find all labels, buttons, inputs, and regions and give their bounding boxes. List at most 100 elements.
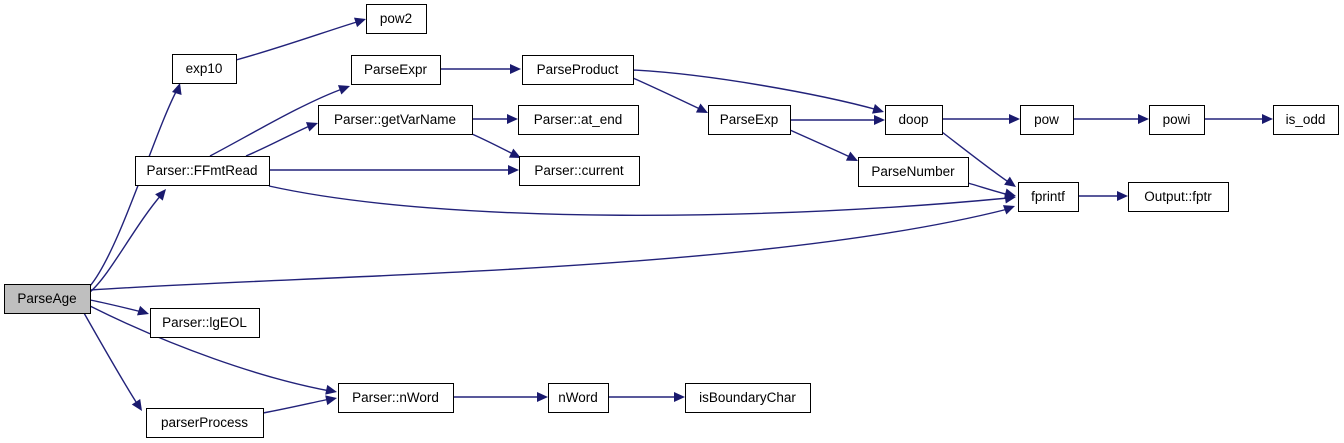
node-isboundarychar[interactable]: isBoundaryChar	[685, 383, 811, 413]
arrow-head-icon	[1004, 176, 1016, 187]
node-box[interactable]	[1273, 105, 1339, 135]
node-box[interactable]	[708, 105, 791, 135]
arrow-head-icon	[1002, 205, 1015, 215]
node-label: isBoundaryChar	[699, 390, 796, 405]
node-box[interactable]	[548, 383, 609, 413]
arrow-head-icon	[674, 392, 685, 402]
node-parseexp[interactable]: ParseExp	[708, 105, 791, 135]
node-parser-ffmtread[interactable]: Parser::FFmtRead	[135, 156, 270, 186]
arrow-head-icon	[695, 103, 708, 113]
node-nword[interactable]: nWord	[548, 383, 609, 413]
edge-parseage-to-parser-lgeol	[89, 299, 149, 316]
edge-parser-getvarname-to-parser-current	[471, 133, 521, 158]
edge-parseage-to-exp10	[89, 83, 182, 287]
node-box[interactable]	[685, 383, 811, 413]
node-box[interactable]	[1020, 105, 1074, 135]
arrow-head-icon	[325, 395, 337, 406]
node-box[interactable]	[1149, 105, 1205, 135]
node-doop[interactable]: doop	[885, 105, 943, 135]
node-parseexpr[interactable]: ParseExpr	[351, 55, 441, 85]
node-parserprocess[interactable]: parserProcess	[146, 408, 264, 438]
arrow-head-icon	[1004, 193, 1016, 204]
edge-parserprocess-to-parser-nword	[262, 395, 337, 414]
node-label: ParseExpr	[364, 62, 428, 77]
arrow-head-icon	[845, 151, 858, 161]
edge-parser-ffmtread-to-parser-getvarname	[245, 122, 318, 157]
node-parser-nword[interactable]: Parser::nWord	[338, 383, 454, 413]
node-box[interactable]	[351, 55, 441, 85]
node-box[interactable]	[318, 105, 473, 135]
edge-parser-nword-to-nword	[453, 392, 548, 402]
node-box[interactable]	[522, 55, 634, 85]
node-box[interactable]	[366, 4, 427, 34]
edge-doop-to-pow	[942, 114, 1020, 124]
edge-parser-ffmtread-to-parseexpr	[209, 85, 350, 157]
arrow-head-icon	[337, 85, 350, 95]
node-label: ParseAge	[17, 291, 76, 306]
node-is-odd[interactable]: is_odd	[1273, 105, 1339, 135]
node-parser-lgeol[interactable]: Parser::lgEOL	[150, 308, 260, 338]
node-label: Parser::lgEOL	[162, 315, 247, 330]
arrow-head-icon	[1009, 114, 1020, 124]
edge-parseexp-to-parsenumber	[789, 129, 858, 161]
arrow-head-icon	[131, 399, 142, 411]
node-pow[interactable]: pow	[1020, 105, 1074, 135]
node-box[interactable]	[885, 105, 943, 135]
node-label: parserProcess	[161, 415, 248, 430]
node-box[interactable]	[146, 408, 264, 438]
node-label: pow2	[380, 11, 412, 26]
node-parser-getvarname[interactable]: Parser::getVarName	[318, 105, 473, 135]
node-pow2[interactable]: pow2	[366, 4, 427, 34]
node-label: powi	[1163, 112, 1191, 127]
node-label: Parser::at_end	[534, 112, 623, 127]
node-label: pow	[1034, 112, 1059, 127]
edge-nword-to-isboundarychar	[608, 392, 685, 402]
arrow-head-icon	[508, 148, 521, 158]
node-label: ParseNumber	[871, 164, 955, 179]
node-parser-at-end[interactable]: Parser::at_end	[518, 105, 639, 135]
node-label: nWord	[558, 390, 598, 405]
node-label: Output::fptr	[1144, 189, 1212, 204]
edge-parseage-to-parserprocess	[83, 312, 142, 411]
arrow-head-icon	[508, 165, 519, 175]
node-label: exp10	[186, 61, 223, 76]
node-label: is_odd	[1286, 112, 1326, 127]
edge-parser-getvarname-to-parser-at-end	[472, 114, 518, 124]
arrow-head-icon	[155, 189, 166, 201]
node-parser-current[interactable]: Parser::current	[519, 156, 640, 186]
node-parseage[interactable]: ParseAge	[4, 284, 91, 314]
node-exp10[interactable]: exp10	[172, 54, 237, 84]
arrow-head-icon	[136, 305, 149, 316]
node-label: Parser::FFmtRead	[146, 163, 257, 178]
node-label: doop	[898, 112, 928, 127]
node-parseproduct[interactable]: ParseProduct	[522, 55, 634, 85]
arrow-head-icon	[537, 392, 548, 402]
arrow-head-icon	[305, 122, 318, 132]
node-box[interactable]	[1128, 182, 1229, 212]
node-label: Parser::nWord	[352, 390, 439, 405]
arrow-head-icon	[172, 83, 182, 95]
node-parsenumber[interactable]: ParseNumber	[858, 157, 969, 187]
node-box[interactable]	[338, 383, 454, 413]
edge-parser-ffmtread-to-parser-current	[269, 165, 519, 175]
node-box[interactable]	[135, 156, 270, 186]
edge-exp10-to-pow2	[235, 17, 366, 61]
node-box[interactable]	[518, 105, 639, 135]
node-fprintf[interactable]: fprintf	[1018, 182, 1079, 212]
arrow-head-icon	[872, 104, 884, 114]
arrow-head-icon	[1262, 114, 1273, 124]
node-powi[interactable]: powi	[1149, 105, 1205, 135]
node-output-fptr[interactable]: Output::fptr	[1128, 182, 1229, 212]
node-box[interactable]	[150, 308, 260, 338]
node-box[interactable]	[858, 157, 969, 187]
edge-parseexpr-to-parseproduct	[440, 64, 521, 74]
node-box[interactable]	[172, 54, 237, 84]
edge-doop-to-fprintf	[941, 131, 1016, 187]
node-label: fprintf	[1031, 189, 1065, 204]
node-box[interactable]	[4, 284, 91, 314]
node-box[interactable]	[519, 156, 640, 186]
node-box[interactable]	[1018, 182, 1079, 212]
